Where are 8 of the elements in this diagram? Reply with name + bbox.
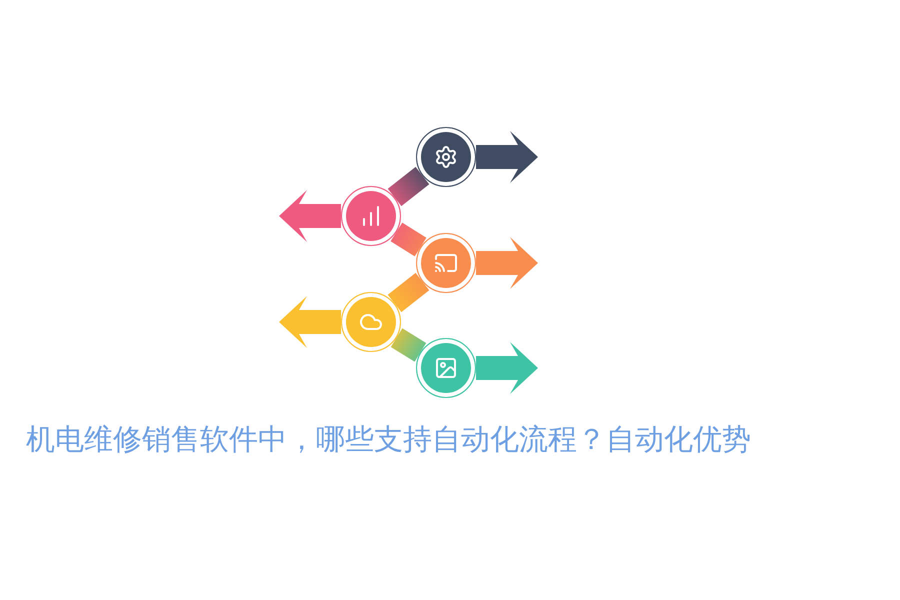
title: 机电维修销售软件中，哪些支持自动化流程？自动化优势 — [26, 423, 751, 458]
screen-cast-circle — [416, 233, 476, 293]
connector-band — [390, 328, 426, 362]
connector-band — [388, 166, 430, 206]
cloud-circle — [341, 292, 401, 352]
connector-band — [390, 222, 426, 256]
connector-band — [388, 272, 430, 312]
bar-chart-circle — [341, 186, 401, 246]
